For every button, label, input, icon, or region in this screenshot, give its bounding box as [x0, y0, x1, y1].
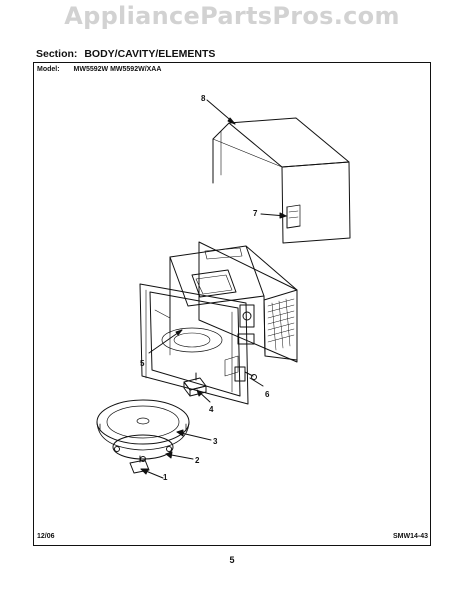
- turntable-tray-part: [96, 399, 190, 451]
- roller-guide-part: [183, 372, 207, 397]
- page-number: 5: [229, 555, 235, 565]
- model-label: Model:: [37, 66, 60, 73]
- front-frame-part: [139, 283, 249, 405]
- section-header: Section: BODY/CAVITY/ELEMENTS: [36, 48, 215, 60]
- callout-6: 6: [265, 390, 270, 399]
- diagram-frame: [33, 62, 431, 546]
- callout-labels: 8 7 5 6 4 3 2 1: [140, 94, 270, 482]
- watermark-logo: AppliancePartsPros.com: [64, 2, 400, 30]
- outer-cabinet-part: [212, 117, 351, 244]
- callout-7: 7: [253, 209, 258, 218]
- callout-2: 2: [195, 456, 200, 465]
- section-name: BODY/CAVITY/ELEMENTS: [84, 48, 216, 60]
- footer-date: 12/06: [37, 533, 55, 540]
- coupler-part: [129, 455, 150, 474]
- switch-part: [234, 366, 257, 382]
- callout-5: 5: [140, 359, 145, 368]
- oven-chassis: [169, 241, 298, 363]
- callout-1: 1: [163, 473, 168, 482]
- model-line: Model: MW5592W MW5592W/XAA: [37, 66, 161, 73]
- roller-ring-part: [112, 434, 174, 462]
- callout-4: 4: [209, 405, 214, 414]
- model-value: MW5592W MW5592W/XAA: [73, 66, 162, 73]
- callout-3: 3: [213, 437, 218, 446]
- callout-8: 8: [201, 94, 206, 103]
- footer-code: SMW14-43: [392, 533, 428, 540]
- section-label: Section:: [36, 48, 78, 60]
